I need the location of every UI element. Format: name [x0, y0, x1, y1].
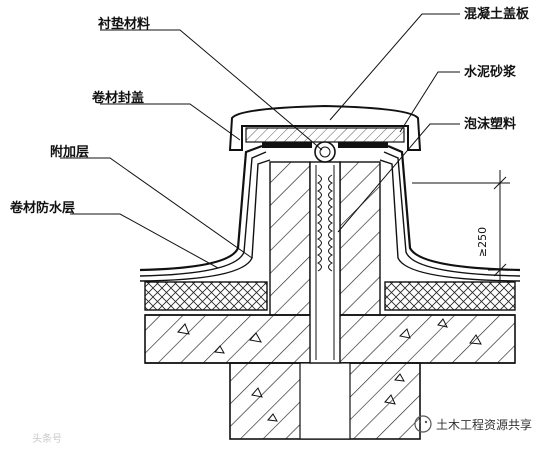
label-lining-material: 衬垫材料 [98, 16, 150, 32]
label-roll-waterproof-layer: 卷材防水层 [10, 200, 75, 216]
label-cement-mortar: 水泥砂浆 [464, 64, 517, 80]
label-concrete-cover-plate: 混凝土盖板 [464, 6, 530, 22]
central-pipe [309, 161, 341, 364]
watermark-left-text: 头条号 [32, 432, 62, 445]
insulation-layer [144, 281, 516, 311]
dimension-250 [412, 170, 515, 280]
cover-cap [228, 104, 422, 163]
leader-lines [60, 13, 460, 269]
dimension-value: ≥250 [476, 227, 489, 257]
watermark-left: 头条号 [32, 432, 62, 445]
label-additional-layer: 附加层 [50, 144, 89, 160]
watermark-right: 土木工程资源共享 [414, 415, 532, 433]
lower-sleeve [229, 362, 421, 440]
label-roll-material-cover: 卷材封盖 [92, 90, 144, 106]
label-foam-plastic: 泡沫塑料 [464, 116, 516, 132]
wechat-icon [414, 415, 432, 433]
watermark-right-text: 土木工程资源共享 [436, 417, 532, 432]
